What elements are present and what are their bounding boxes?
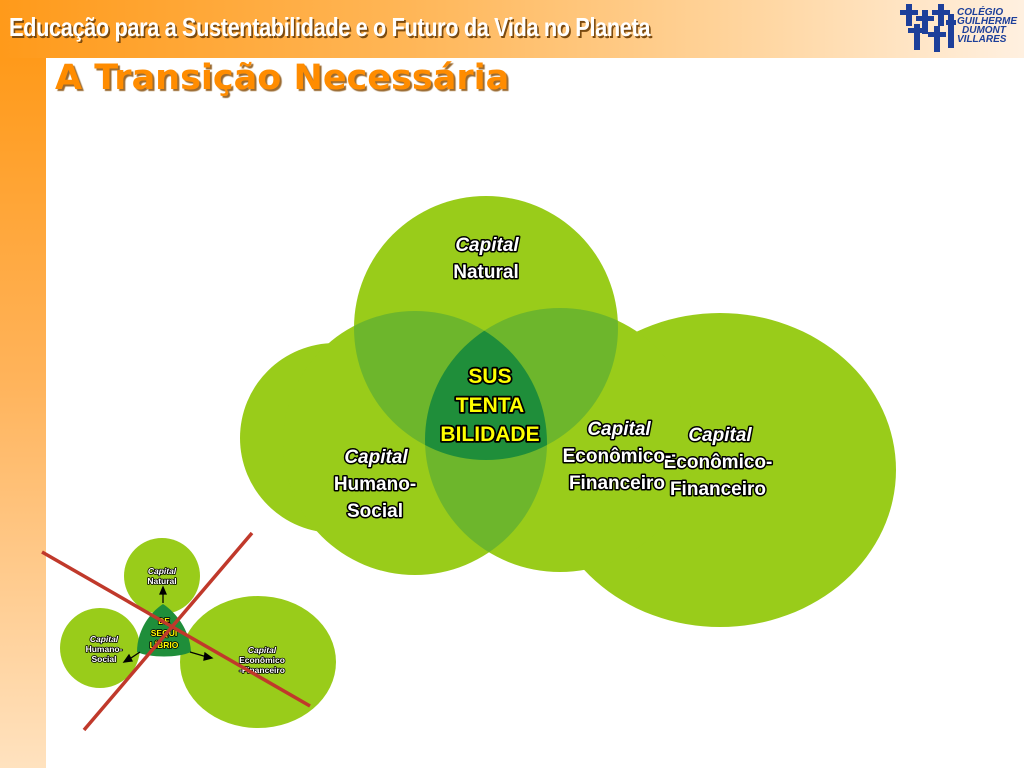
old-label-natural-line1: Capital [148, 566, 177, 576]
old-label-economico-line3: -Financeiro [239, 665, 285, 675]
cross-out-line-1 [41, 550, 311, 708]
old-label-humano-line3: Social [91, 654, 116, 664]
label-center-line1: SUS [468, 365, 511, 388]
old-circle-humano [60, 608, 140, 688]
label-humano-line2: Humano- [334, 474, 416, 495]
old-label-natural-line2: Natural [147, 576, 176, 586]
label-economico-shadow-line2: Econômico- [664, 452, 773, 473]
old-center-shape [137, 604, 191, 657]
label-center-line3: BILIDADE [440, 423, 539, 446]
old-arrowhead-right-icon [203, 651, 214, 661]
label-natural-line1: Capital [455, 235, 519, 256]
side-bar [0, 58, 46, 768]
old-circle-natural [124, 538, 200, 614]
old-arrowhead-up-icon [159, 585, 167, 595]
old-label-economico-line2: Econômico [239, 655, 285, 665]
label-humano-line3: Social [347, 501, 403, 522]
school-logo-icon [900, 4, 956, 52]
cross-out-line-2 [82, 531, 254, 732]
label-humano-line1: Capital [344, 447, 408, 468]
overlap-center [425, 311, 547, 460]
old-label-humano-line1: Capital [90, 634, 119, 644]
logo-text-line2: GUILHERME [957, 16, 1017, 27]
label-economico-shadow-line1: Capital [688, 425, 752, 446]
old-model-diagram: Capital Natural Capital Humano- Social C… [41, 531, 336, 732]
old-arrowhead-left-icon [122, 653, 133, 663]
label-economico-line2: Econômico- [563, 446, 672, 467]
label-center-line2: TENTA [456, 394, 524, 417]
old-circle-economico [180, 596, 336, 728]
header-bar [0, 0, 1024, 58]
old-label-humano-line2: Humano- [86, 644, 123, 654]
header-title: Educação para a Sustentabilidade e o Fut… [9, 12, 651, 42]
old-label-economico-line1: Capital [248, 645, 277, 655]
logo-text-line4: VILLARES [957, 34, 1007, 45]
label-economico-shadow-line3: Financeiro [670, 479, 766, 500]
label-economico-line1: Capital [587, 419, 651, 440]
page-title: A Transição Necessária [55, 58, 510, 98]
logo-text-line1: COLÉGIO [957, 7, 1004, 18]
logo-text-line3: DUMONT [962, 25, 1006, 36]
old-label-center-line2: SEQUI [151, 628, 177, 638]
label-economico-line3: Financeiro [569, 473, 665, 494]
label-natural-line2: Natural [453, 262, 518, 283]
old-label-center-line3: LÍBRIO [150, 640, 179, 650]
